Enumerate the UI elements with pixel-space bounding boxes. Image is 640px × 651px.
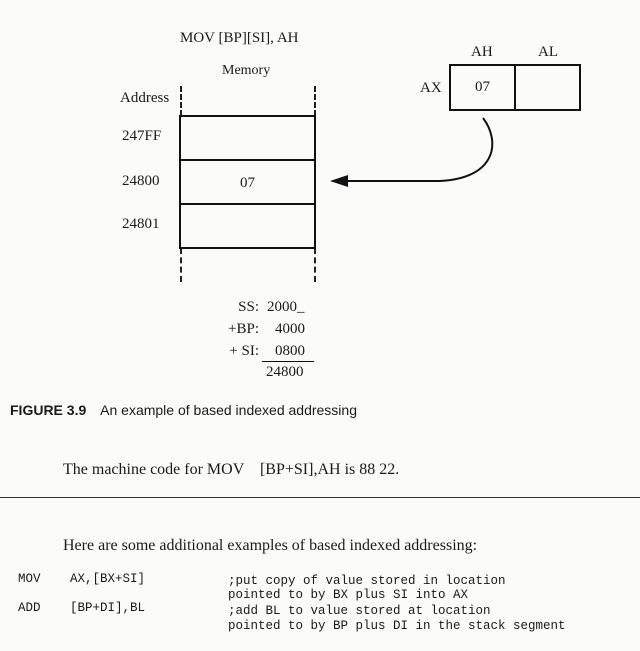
address-header: Address (120, 90, 170, 106)
transfer-arrow (330, 117, 494, 187)
address-label: 24801 (122, 216, 160, 232)
memory-dashed-left-top (180, 86, 182, 116)
calc-value: 0800 (275, 343, 305, 359)
memory-label: Memory (222, 63, 271, 78)
instruction-label: MOV [BP][SI], AH (180, 30, 299, 46)
register-al-label: AL (538, 44, 558, 60)
paragraph-examples-intro: Here are some additional examples of bas… (63, 537, 478, 554)
code-comment: pointed to by BX plus SI into AX (228, 588, 469, 602)
figure-caption: FIGURE 3.9 An example of based indexed a… (10, 402, 357, 418)
calc-result: 24800 (266, 364, 304, 380)
calc-sum-line (262, 361, 314, 362)
memory-cell-24801 (179, 203, 316, 249)
calc-value: 2000_ (267, 299, 305, 315)
code-opcode: MOV (18, 572, 41, 586)
register-ah-value: 07 (475, 79, 490, 95)
section-divider (0, 497, 640, 498)
paragraph-machine-code: The machine code for MOV [BP+SI],AH is 8… (63, 461, 400, 478)
code-operands: AX,[BX+SI] (70, 572, 146, 586)
calc-label: +BP: (228, 321, 259, 337)
register-al-cell (514, 64, 581, 111)
address-label: 247FF (122, 128, 162, 144)
memory-value: 07 (240, 175, 255, 191)
figure-caption-text: An example of based indexed addressing (100, 402, 357, 418)
memory-dashed-left-bottom (180, 248, 182, 282)
register-name: AX (420, 80, 442, 96)
register-ah-label: AH (471, 44, 493, 60)
calc-value: 4000 (275, 321, 305, 337)
code-comment: pointed to by BP plus DI in the stack se… (228, 619, 566, 633)
address-label: 24800 (122, 173, 160, 189)
calc-label: + SI: (229, 343, 259, 359)
code-comment: ;put copy of value stored in location (228, 574, 506, 588)
calc-label: SS: (238, 299, 259, 315)
code-comment: ;add BL to value stored at location (228, 604, 491, 618)
memory-dashed-right-bottom (314, 248, 316, 282)
figure-number: FIGURE 3.9 (10, 402, 87, 418)
code-opcode: ADD (18, 601, 41, 615)
memory-dashed-right-top (314, 86, 316, 116)
code-operands: [BP+DI],BL (70, 601, 146, 615)
